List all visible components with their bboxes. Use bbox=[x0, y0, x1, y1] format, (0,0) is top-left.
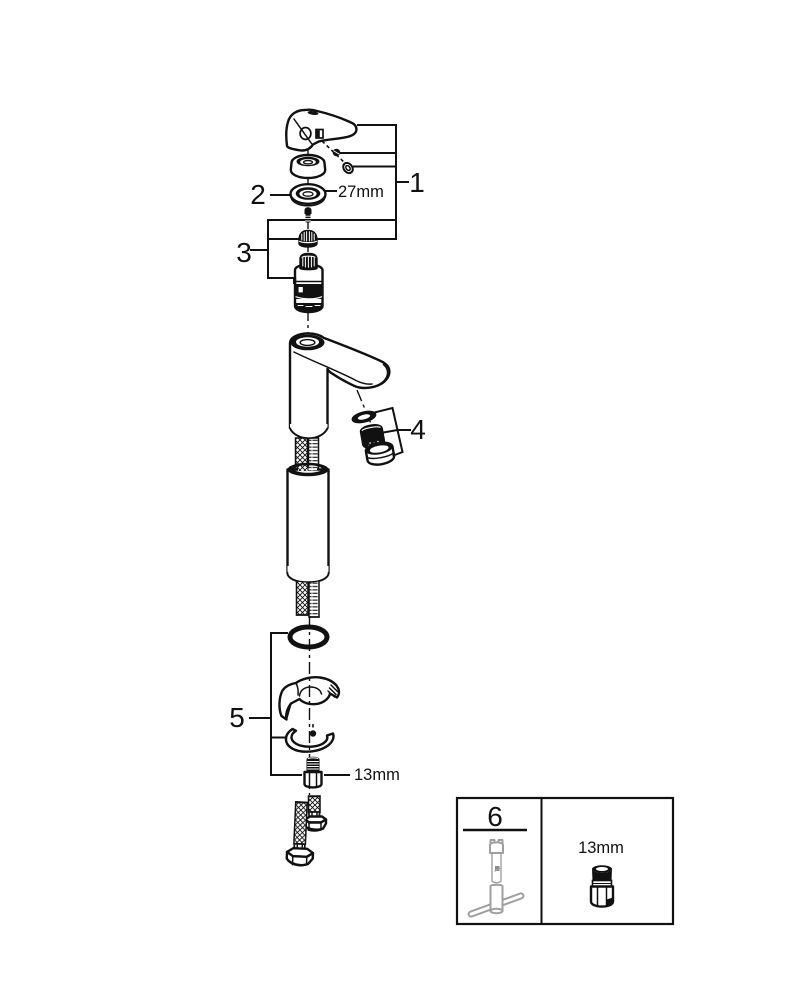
dim-27mm: 27mm bbox=[338, 183, 384, 201]
lever-handle bbox=[285, 108, 358, 152]
retaining-ring-27mm bbox=[289, 182, 327, 207]
screw-ferrule bbox=[342, 161, 354, 175]
mounting-stud bbox=[303, 756, 323, 789]
dome-cap bbox=[289, 153, 327, 180]
callout-5: 5 bbox=[229, 702, 245, 733]
callout-bracket-1 bbox=[267, 124, 409, 240]
callout-1: 1 bbox=[409, 167, 425, 198]
callout-3: 3 bbox=[236, 237, 252, 268]
faucet-body bbox=[288, 332, 391, 440]
handle-screw bbox=[332, 148, 341, 157]
supply-hoses-upper bbox=[289, 424, 329, 470]
socket-adapter-icon bbox=[589, 865, 615, 908]
horseshoe-washer bbox=[284, 724, 335, 753]
handle-screw-axis bbox=[321, 140, 348, 166]
handle-top-slot bbox=[307, 110, 319, 116]
aerator-washer bbox=[351, 410, 377, 424]
sleeve-top-ring bbox=[287, 462, 329, 477]
extension-sleeve bbox=[286, 462, 330, 584]
cartridge-screw bbox=[304, 207, 312, 223]
aerator-housing bbox=[364, 441, 396, 466]
flex-hose-right bbox=[303, 795, 328, 832]
flex-hose-left bbox=[285, 801, 315, 867]
dim-13mm-stud: 13mm bbox=[354, 766, 400, 784]
washer-screw bbox=[309, 730, 317, 737]
cartridge bbox=[293, 252, 324, 314]
handle-boss bbox=[299, 126, 312, 141]
callout-bracket-5 bbox=[249, 632, 302, 776]
callout-6: 6 bbox=[487, 801, 503, 832]
callout-bracket-3 bbox=[250, 219, 297, 279]
callout-bracket-4 bbox=[373, 406, 411, 457]
callout-4: 4 bbox=[410, 414, 426, 445]
dim-13mm-tool: 13mm bbox=[578, 839, 624, 857]
callout-2: 2 bbox=[250, 179, 266, 210]
o-ring-gasket bbox=[287, 624, 330, 650]
accessory-box: 6 13mm bbox=[455, 796, 675, 926]
socket-tool-icon bbox=[467, 839, 525, 918]
supply-hoses-mid bbox=[286, 566, 330, 618]
mounting-wedge bbox=[278, 676, 341, 721]
cap-nut bbox=[298, 229, 318, 248]
